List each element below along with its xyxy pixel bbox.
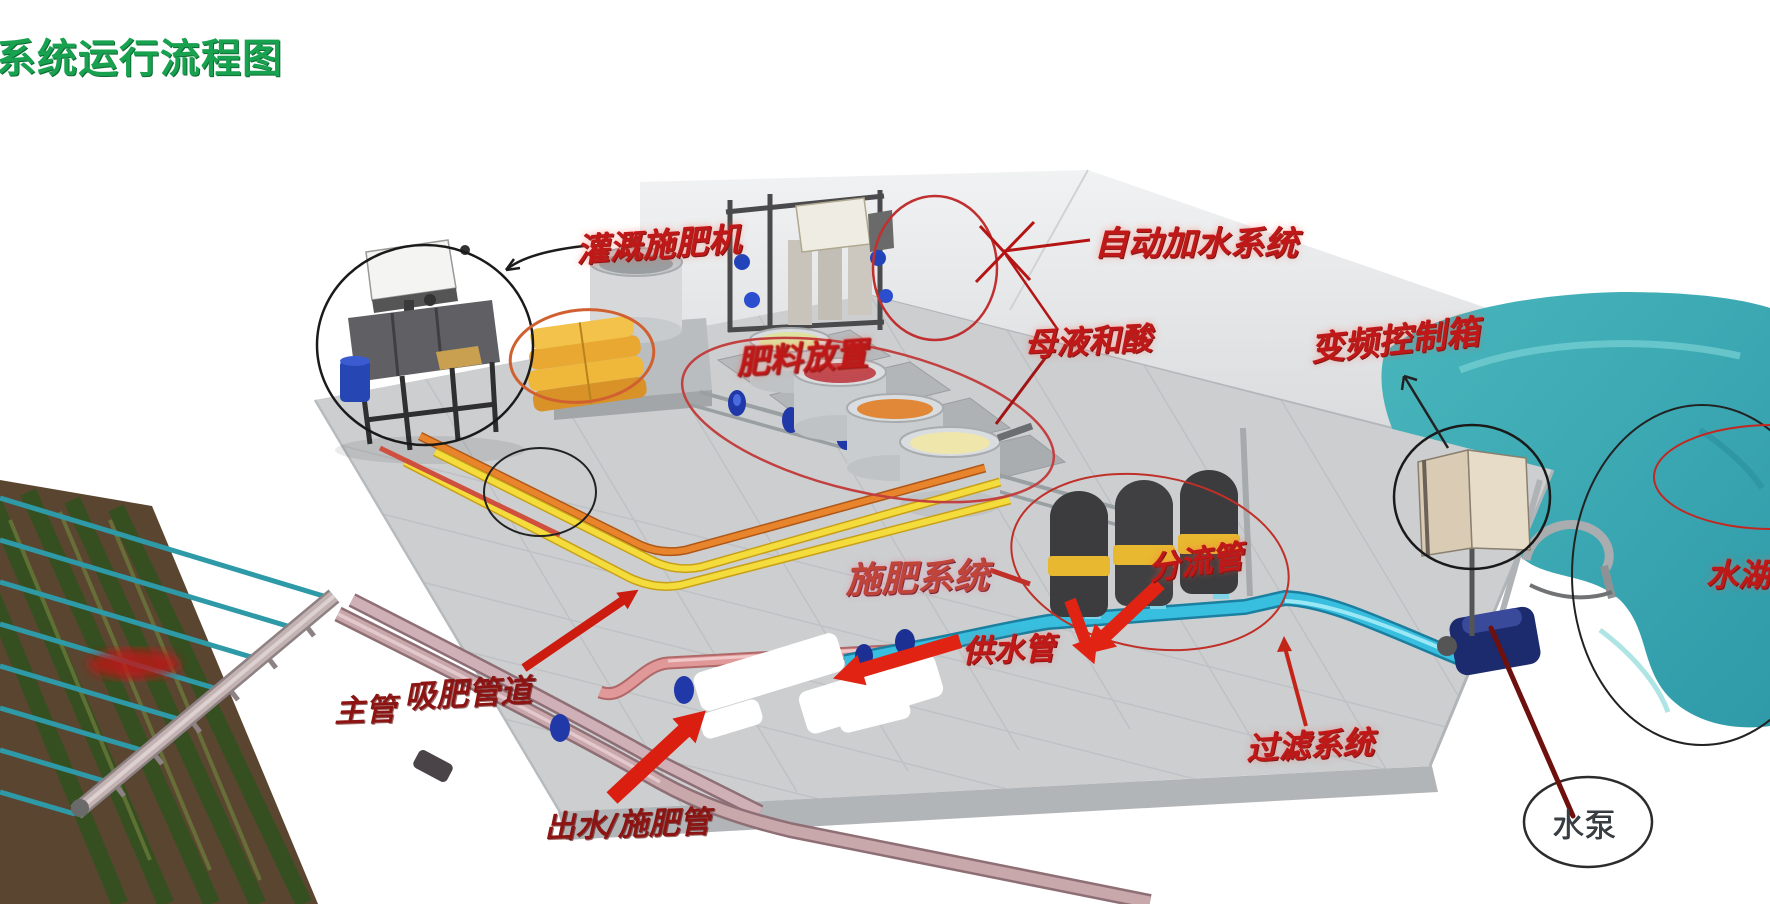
fertilizer-bags (528, 316, 647, 412)
arrow-outlet (606, 710, 706, 804)
connector-pump (1488, 625, 1576, 819)
filter-canisters (1048, 470, 1240, 617)
auto-water-equipment (725, 190, 894, 336)
circle-filters (1010, 472, 1290, 652)
circle-bags (508, 308, 656, 404)
label-fertilization-system: 施肥系统 (844, 555, 990, 602)
arrow-water-supply-left-body (860, 634, 962, 677)
illegible-red-label (88, 649, 180, 679)
fertigation-machine (335, 239, 525, 464)
label-auto-water-system: 自动加水系统 (1094, 224, 1298, 264)
suction-pipes (378, 431, 1012, 591)
vfd-control-box-device (1417, 449, 1531, 636)
arrow-diversion (1085, 579, 1165, 655)
connector-filtration (1282, 643, 1308, 727)
arrow-suction (521, 589, 639, 672)
circle-pump-area (1571, 404, 1770, 746)
circle-fertigation-machine (315, 243, 535, 447)
circle-water-pump-label (1522, 775, 1654, 869)
annotation-arrows (521, 579, 1165, 804)
circle-tanks (680, 336, 1056, 504)
label-main-pipe: 主管 (333, 691, 397, 730)
label-mother-liquor-acid: 母液和酸 (1023, 319, 1153, 364)
connector-fertigation (505, 244, 585, 271)
label-water-pump: 水泵 (1552, 806, 1617, 844)
circle-auto-water (871, 194, 999, 342)
circle-pipe-bend (483, 447, 597, 537)
water-pond (1381, 292, 1770, 728)
main-field-pipe (70, 589, 340, 819)
circle-control-box (1392, 423, 1552, 571)
annotation-connectors (504, 220, 1576, 819)
page-title: 系统运行流程图 (0, 36, 283, 82)
connector-vfd (1400, 374, 1450, 449)
label-outlet-fertilization-pipe: 出水/施肥管 (543, 804, 711, 846)
label-water-supply-pipe: 供水管 (961, 630, 1056, 670)
crop-field (0, 480, 318, 904)
label-water-pond: 水湖 (1706, 556, 1770, 594)
circle-pond (1653, 424, 1770, 530)
tick-fertilization (989, 567, 1031, 587)
outlet-fertilizer-pipes (334, 593, 1152, 904)
annotation-circles (315, 194, 1770, 869)
erased-patches (693, 633, 944, 739)
label-filtration-system: 过滤系统 (1245, 723, 1375, 768)
connector-auto-water (1003, 238, 1091, 253)
connector-mother-liquor (994, 356, 1048, 425)
label-fertilizer-suction-pipe: 吸肥管道 (403, 671, 533, 716)
label-fertilizer-storage: 肥料放置 (734, 333, 870, 382)
